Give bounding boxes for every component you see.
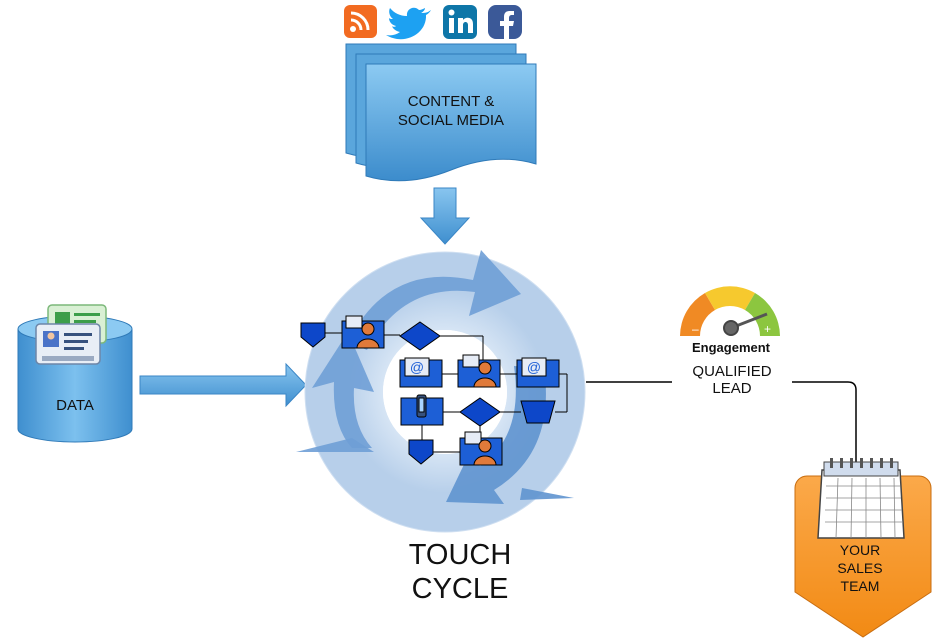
touch-cycle-label: TOUCH CYCLE	[370, 538, 550, 606]
qualified-lead-label: QUALIFIED LEAD	[672, 363, 792, 397]
touch-cycle-flowchart: @ @	[300, 315, 568, 466]
qualified-line1: QUALIFIED	[692, 363, 772, 380]
data-right-arrow	[139, 362, 307, 408]
svg-text:@: @	[410, 359, 424, 375]
content-social-label: CONTENT & SOCIAL MEDIA	[376, 92, 526, 130]
cycle-arrow-bottom	[520, 488, 574, 500]
content-down-arrow	[419, 187, 471, 245]
touch-cycle-line2: CYCLE	[411, 573, 509, 605]
content-social-line2: SOCIAL MEDIA	[397, 112, 505, 129]
cycle-center	[383, 330, 507, 454]
facebook-icon	[488, 5, 522, 39]
engagement-label: Engagement	[691, 340, 770, 355]
linkedin-icon	[443, 5, 477, 39]
cycle-arrow-top	[348, 250, 521, 350]
content-social-media-documents	[345, 43, 537, 182]
cycle-arrow-left	[312, 332, 374, 448]
content-social-line1: CONTENT &	[407, 93, 495, 110]
twitter-icon	[386, 7, 431, 40]
svg-text:@: @	[527, 359, 541, 375]
sales-line2: SALES	[837, 560, 883, 576]
contact-cards-icon	[35, 304, 107, 365]
sales-team-label: YOUR SALES TEAM	[815, 541, 905, 595]
touch-cycle-line1: TOUCH	[408, 539, 512, 571]
sales-line1: YOUR	[839, 542, 881, 558]
svg-text:+: +	[764, 322, 771, 336]
rss-icon	[344, 5, 377, 38]
cycle-arrow-left-tail	[296, 438, 374, 452]
sales-line3: TEAM	[840, 578, 880, 594]
calendar-icon	[817, 458, 905, 539]
data-label: DATA	[56, 397, 94, 414]
svg-text:–: –	[692, 322, 699, 336]
qualified-line2: LEAD	[712, 380, 752, 397]
engagement-gauge-icon: – +	[680, 286, 780, 336]
